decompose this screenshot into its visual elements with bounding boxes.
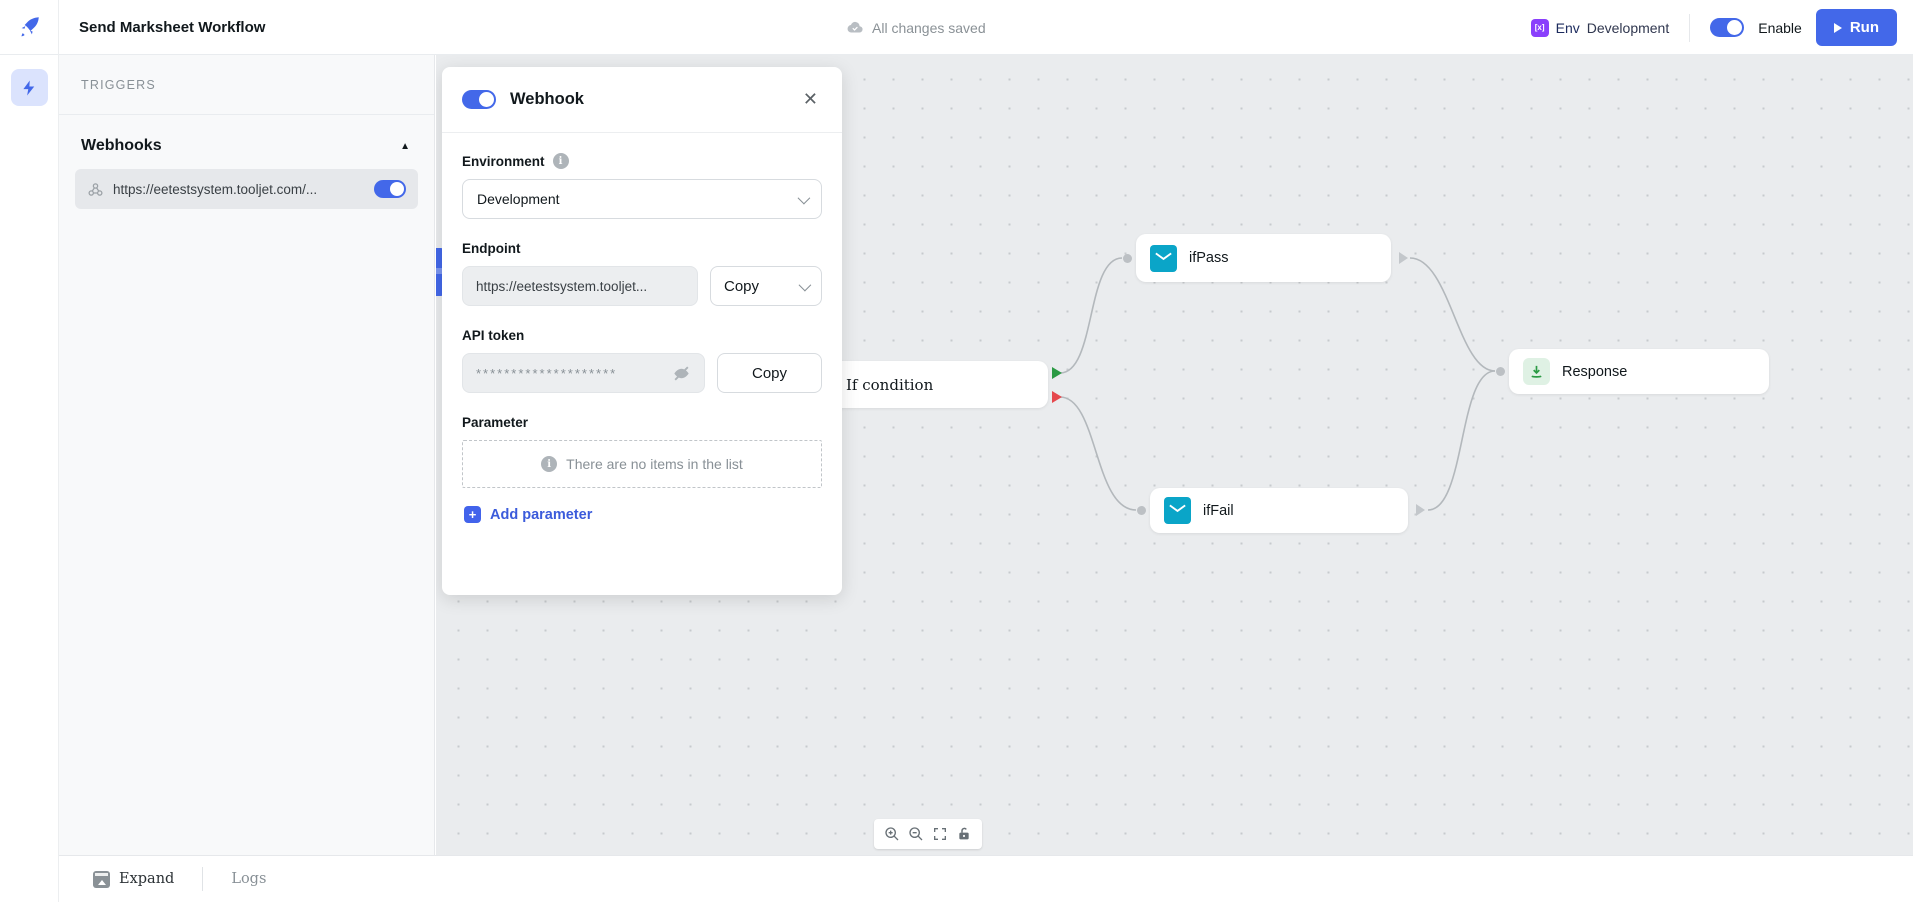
- close-icon[interactable]: ✕: [802, 89, 818, 109]
- enable-toggle[interactable]: [1710, 18, 1745, 37]
- endpoint-input[interactable]: https://eetestsystem.tooljet...: [462, 266, 698, 306]
- panel-title: Webhook: [510, 90, 584, 108]
- chevron-down-icon: [798, 278, 812, 291]
- info-icon: i: [541, 456, 558, 472]
- topbar-actions: [x] Env Development Enable Run: [1530, 0, 1897, 55]
- iffail-input-port[interactable]: [1137, 506, 1146, 515]
- empty-list-text: There are no items in the list: [566, 456, 743, 472]
- panel-body: Environment i Development Endpoint https…: [442, 133, 842, 523]
- endpoint-row: https://eetestsystem.tooljet... Copy: [462, 266, 822, 306]
- enable-label: Enable: [1758, 19, 1802, 36]
- environment-select[interactable]: Development: [462, 179, 822, 219]
- plus-icon: +: [464, 506, 481, 523]
- webhook-enable-toggle[interactable]: [374, 180, 406, 198]
- webhook-url: https://eetestsystem.tooljet.com/...: [113, 181, 318, 197]
- collapse-caret-icon[interactable]: ▲: [400, 140, 410, 152]
- workflow-canvas[interactable]: If condition ifPass ifFail: [436, 55, 1913, 855]
- divider: [202, 867, 204, 891]
- parameter-label-text: Parameter: [462, 415, 529, 430]
- node-label: ifFail: [1203, 502, 1234, 519]
- node-iffail[interactable]: ifFail: [1150, 488, 1408, 533]
- api-token-copy-button[interactable]: Copy: [717, 353, 822, 393]
- endpoint-field-label: Endpoint: [462, 241, 822, 256]
- env-icon: [x]: [1530, 18, 1549, 37]
- triggers-rail-button[interactable]: [10, 69, 48, 106]
- app-logo[interactable]: [0, 0, 59, 55]
- parameter-field-label: Parameter: [462, 415, 822, 430]
- add-parameter-label: Add parameter: [490, 506, 593, 523]
- left-rail: [0, 55, 59, 902]
- run-button[interactable]: Run: [1815, 9, 1897, 46]
- bottom-bar: Expand Logs: [59, 855, 1913, 902]
- node-label: ifPass: [1189, 250, 1229, 266]
- zoom-in-icon[interactable]: [884, 826, 901, 843]
- lock-icon[interactable]: [956, 826, 973, 843]
- webhooks-group-header: Webhooks ▲: [59, 115, 434, 167]
- api-token-input[interactable]: ********************: [462, 353, 705, 393]
- node-label: If condition: [846, 375, 934, 394]
- zoom-out-icon[interactable]: [908, 826, 925, 843]
- rocket-icon: [21, 17, 39, 37]
- add-parameter-button[interactable]: + Add parameter: [462, 506, 822, 523]
- environment-badge[interactable]: [x] Env Development: [1530, 18, 1670, 37]
- api-token-field-label: API token: [462, 328, 822, 343]
- workflow-title: Send Marksheet Workflow: [79, 18, 266, 36]
- top-bar: Send Marksheet Workflow All changes save…: [0, 0, 1913, 55]
- hidden-trigger-node-fragment: [436, 248, 444, 296]
- divider: [1689, 13, 1691, 42]
- play-icon: [1833, 22, 1842, 33]
- triggers-sidebar: TRIGGERS Webhooks ▲ https://eetestsystem…: [59, 55, 435, 855]
- environment-label-text: Environment: [462, 153, 545, 169]
- expand-button[interactable]: Expand: [93, 870, 175, 888]
- endpoint-copy-dropdown[interactable]: Copy: [710, 266, 822, 306]
- iffail-output-port[interactable]: [1416, 504, 1425, 516]
- api-token-masked-value: ********************: [476, 365, 618, 381]
- node-label: Response: [1562, 363, 1628, 380]
- if-false-output-port[interactable]: [1052, 391, 1062, 403]
- expand-label: Expand: [119, 871, 175, 887]
- sidebar-header: TRIGGERS: [59, 55, 434, 115]
- api-token-row: ******************** Copy: [462, 353, 822, 393]
- env-label: Env: [1555, 19, 1580, 36]
- ifpass-input-port[interactable]: [1123, 254, 1132, 263]
- webhook-list-item[interactable]: https://eetestsystem.tooljet.com/...: [75, 169, 418, 209]
- webhook-icon: [88, 182, 103, 196]
- save-status-text: All changes saved: [872, 19, 986, 36]
- response-input-port[interactable]: [1496, 367, 1505, 376]
- cloud-check-icon: [847, 21, 863, 33]
- panel-header: Webhook ✕: [442, 67, 842, 133]
- logs-tab[interactable]: Logs: [231, 871, 267, 887]
- endpoint-label-text: Endpoint: [462, 241, 521, 256]
- api-token-label-text: API token: [462, 328, 525, 343]
- node-response[interactable]: Response: [1509, 349, 1769, 394]
- webhooks-group-title: Webhooks: [81, 137, 162, 154]
- node-if-condition[interactable]: If condition: [832, 361, 1048, 408]
- environment-selected-value: Development: [477, 191, 560, 207]
- info-icon: i: [552, 153, 569, 169]
- mail-icon: [1150, 244, 1177, 272]
- run-label: Run: [1849, 19, 1879, 36]
- mail-icon: [1164, 497, 1191, 524]
- parameter-empty-state: i There are no items in the list: [462, 440, 822, 488]
- webhook-config-panel: Webhook ✕ Environment i Development Endp…: [442, 67, 842, 595]
- expand-panel-icon: [93, 870, 110, 888]
- fit-view-icon[interactable]: [932, 826, 949, 843]
- canvas-controls: [874, 819, 982, 849]
- webhook-panel-toggle[interactable]: [462, 90, 496, 109]
- ifpass-output-port[interactable]: [1399, 252, 1408, 264]
- copy-label: Copy: [724, 277, 760, 295]
- environment-field-label: Environment i: [462, 153, 822, 169]
- sidebar-section-title: TRIGGERS: [81, 77, 156, 92]
- node-ifpass[interactable]: ifPass: [1136, 234, 1391, 282]
- env-value: Development: [1586, 19, 1670, 36]
- if-true-output-port[interactable]: [1052, 367, 1062, 379]
- lightning-icon: [23, 80, 35, 95]
- save-status: All changes saved: [846, 0, 986, 55]
- chevron-down-icon: [797, 191, 811, 204]
- response-icon: [1523, 358, 1550, 385]
- eye-off-icon[interactable]: [672, 364, 691, 383]
